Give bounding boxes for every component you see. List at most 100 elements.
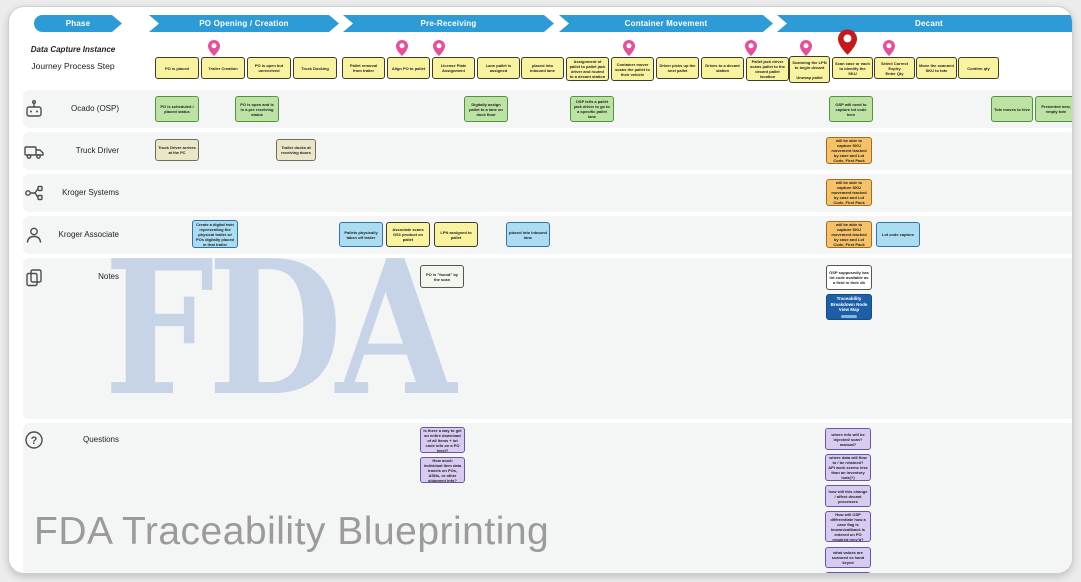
journey-node[interactable]: placed into inbound lane	[521, 57, 564, 79]
node-text: What logic system will be able to captur…	[831, 180, 867, 205]
node-text: Confirm qty	[967, 65, 990, 71]
node-text: where info will be injected/ scan? manua…	[831, 431, 865, 447]
journey-node[interactable]: Lane pallet is assigned	[477, 57, 520, 79]
node-text: License Plate Assignment	[440, 63, 467, 73]
node-text: Trailer docks at receiving doors	[281, 145, 311, 155]
map-pin-pink[interactable]	[433, 40, 445, 56]
node-text: Create a digital twin representing the p…	[195, 221, 234, 247]
node-text: Trailer Creation	[208, 65, 238, 71]
notes-node[interactable]: Traceability Breakdown Node View Map	[826, 294, 872, 320]
lane-label-associate: Kroger Associate	[58, 230, 119, 239]
node-text: What logic system will be able to captur…	[831, 138, 867, 163]
map-pin-pink[interactable]	[745, 40, 757, 56]
questions-node[interactable]: what values are scanned vs hand keyed	[825, 547, 871, 568]
truck-node[interactable]: Truck Driver arrives at the FC	[155, 139, 199, 161]
associate-node[interactable]: What logic system will be able to captur…	[826, 221, 872, 248]
map-pin-pink[interactable]	[883, 40, 895, 56]
person-icon	[24, 225, 44, 245]
associate-node[interactable]: Create a digital twin representing the p…	[192, 220, 238, 248]
lane-label-truck: Truck Driver	[75, 146, 119, 155]
ocado-node[interactable]: OSP tells a pallet jack driver to go to …	[570, 96, 614, 122]
truck-node[interactable]: What logic system will be able to captur…	[826, 137, 872, 164]
node-text: How much individual item data travels on…	[423, 457, 462, 483]
journey-node[interactable]: Pallet removal from trailer	[342, 57, 385, 79]
map-pin-pink[interactable]	[208, 40, 220, 56]
questions-node[interactable]: how will this change / affect decant pro…	[825, 485, 871, 507]
node-text: What logic system will be able to captur…	[831, 222, 867, 247]
journey-node[interactable]: License Plate Assignment	[432, 57, 475, 79]
map-pin-red[interactable]	[837, 29, 857, 55]
node-text: Drives to a decant station	[705, 63, 740, 73]
systems-node[interactable]: What logic system will be able to captur…	[826, 179, 872, 206]
lane-label-questions: Questions	[82, 435, 119, 444]
truck-node[interactable]: Trailer docks at receiving doors	[276, 139, 316, 161]
associate-node[interactable]: placed into inbound lane	[506, 222, 550, 247]
ocado-node[interactable]: Presented new, empty tote	[1035, 96, 1072, 122]
ocado-node[interactable]: Tote moves to hive	[991, 96, 1033, 122]
journey-node[interactable]: Trailer Creation	[201, 57, 245, 79]
journey-node[interactable]: Truck Docking	[293, 57, 337, 79]
journey-node[interactable]: Select Correct Expiry Enter Qty	[874, 57, 915, 79]
journey-node[interactable]: PO is open but unreceived	[247, 57, 291, 79]
questions-node[interactable]: On FDA Reg items, how do we make OSP sto…	[825, 572, 871, 573]
journey-process-step-label: Journey Process Step	[31, 61, 115, 71]
questions-node[interactable]: where info will be injected/ scan? manua…	[825, 428, 871, 450]
phase-chevron: Pre-Receiving	[343, 15, 554, 32]
node-text: OSP tells a pallet jack driver to go to …	[574, 99, 610, 119]
journey-node[interactable]: Move the scanned SKU to tote	[916, 57, 957, 79]
node-text: Container mover scans the pallet to thei…	[615, 61, 650, 77]
map-pin-pink[interactable]	[396, 40, 408, 56]
questions-node[interactable]: Is there a way to get an entire download…	[420, 427, 465, 453]
lane-band-systems	[23, 174, 1072, 212]
journey-node[interactable]: Align PO to pallet	[387, 57, 430, 79]
lane-label-ocado: Ocado (OSP)	[70, 104, 119, 113]
ocado-node[interactable]: PO is scheduled / placed status	[155, 96, 199, 122]
node-text: Traceability Breakdown Node View Map	[830, 296, 868, 313]
ocado-node[interactable]: PO is open and is in a pre receiving sta…	[235, 96, 279, 122]
questions-node[interactable]: How much individual item data travels on…	[420, 457, 465, 483]
journey-node[interactable]: Scan case or each to identify the SKU	[832, 57, 873, 79]
node-text: where data will flow to / be retained? A…	[828, 455, 868, 480]
node-text: Truck Docking	[301, 65, 329, 71]
journey-node[interactable]: Confirm qty	[958, 57, 999, 79]
node-text: PO is scheduled / placed status	[160, 104, 194, 114]
associate-node[interactable]: LPN assigned to pallet	[434, 222, 478, 247]
node-text: Align PO to pallet	[391, 65, 426, 71]
journey-node[interactable]: Pallet jack driver scans pallet to the d…	[746, 57, 789, 81]
associate-node[interactable]: Associate scans GS1 product on pallet	[386, 222, 430, 247]
journey-node[interactable]: Driver picks up the next pallet	[656, 57, 699, 79]
svg-text:?: ?	[31, 435, 38, 447]
node-text: Presented new, empty tote	[1041, 104, 1071, 114]
journey-node[interactable]: Container mover scans the pallet to thei…	[611, 57, 654, 81]
node-text: Pallet jack driver scans pallet to the d…	[750, 59, 785, 79]
notes-node[interactable]: OSP supposedly has lot code available as…	[826, 265, 872, 290]
journey-node[interactable]: Scanning the LPN to begin decant Unwrap …	[789, 56, 830, 83]
node-text: what values are scanned vs hand keyed	[831, 550, 865, 565]
journey-node[interactable]: PO is placed	[155, 57, 199, 79]
node-text: Tote moves to hive	[994, 106, 1030, 112]
node-text: Truck Driver arrives at the FC	[158, 145, 196, 155]
journey-node[interactable]: Drives to a decant station	[701, 57, 744, 79]
map-pin-pink[interactable]	[623, 40, 635, 56]
lane-band-notes	[23, 258, 1072, 419]
node-text: How will OSP differentiate how a case fl…	[830, 511, 866, 542]
ocado-node[interactable]: Digitally assign pallet to a lane on doc…	[464, 96, 508, 122]
associate-node[interactable]: Pallets physically taken off trailer	[339, 222, 383, 247]
node-text: Is there a way to get an entire download…	[423, 427, 462, 453]
node-text: Pallets physically taken off trailer	[344, 229, 378, 240]
node-text: Pallet removal from trailer	[349, 63, 378, 73]
node-text: Lot code capture	[881, 232, 915, 237]
phase-header-chip: Phase	[34, 15, 122, 32]
lane-label-systems: Kroger Systems	[62, 188, 119, 197]
questions-node[interactable]: How will OSP differentiate how a case fl…	[825, 511, 871, 542]
associate-node[interactable]: Lot code capture	[876, 222, 920, 247]
notes-node[interactable]: PO is "found" by the scan	[420, 265, 464, 288]
node-text: Move the scanned SKU to tote	[919, 63, 954, 73]
map-pin-pink[interactable]	[800, 40, 812, 56]
phase-chevron: Decant	[777, 15, 1072, 32]
questions-node[interactable]: where data will flow to / be retained? A…	[825, 454, 871, 481]
journey-node[interactable]: Assignment of pallet to pallet jack driv…	[566, 57, 609, 81]
ocado-node[interactable]: OSP will need to capture lot code here	[829, 96, 873, 122]
fda-watermark: FDA	[104, 219, 456, 437]
lane-label-notes: Notes	[98, 272, 119, 281]
